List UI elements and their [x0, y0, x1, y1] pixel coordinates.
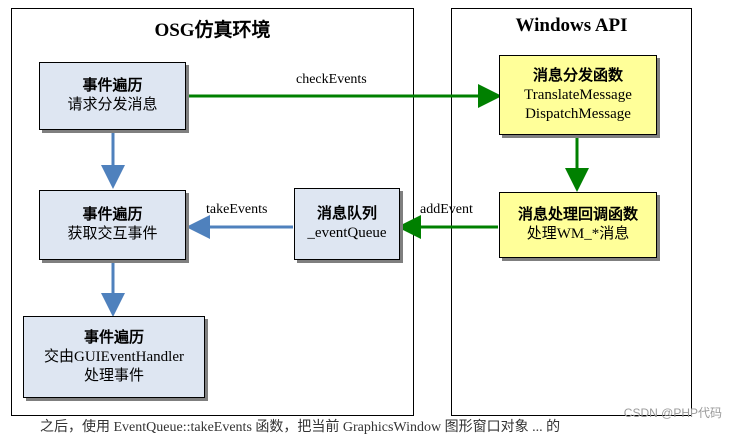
- windows-api-panel-title: Windows API: [515, 15, 628, 36]
- watermark: CSDN @PHP代码: [623, 406, 722, 420]
- traverse-fetch-title: 事件遍历: [82, 207, 143, 223]
- translate-message-text: TranslateMessage: [524, 86, 632, 103]
- traverse-fetch-box: 事件遍历 获取交互事件: [39, 190, 186, 260]
- callback-function-desc: 处理WM_*消息: [526, 226, 630, 242]
- dispatch-message-text: DispatchMessage: [525, 105, 631, 122]
- osg-panel-title: OSG仿真环境: [154, 20, 271, 41]
- dispatch-function-box: 消息分发函数 TranslateMessage DispatchMessage: [499, 55, 657, 135]
- traverse-fetch-desc: 获取交互事件: [67, 226, 158, 242]
- add-event-label: addEvent: [420, 202, 473, 217]
- event-queue-title: 消息队列: [316, 206, 377, 222]
- traverse-handle-desc2: 处理事件: [83, 367, 144, 384]
- traverse-handle-box: 事件遍历 交由GUIEventHandler 处理事件: [23, 316, 205, 398]
- take-events-label: takeEvents: [206, 202, 268, 217]
- event-queue-name: _eventQueue: [307, 225, 387, 241]
- traverse-request-desc: 请求分发消息: [67, 97, 158, 113]
- event-queue-box: 消息队列 _eventQueue: [294, 188, 400, 260]
- traverse-request-box: 事件遍历 请求分发消息: [39, 62, 186, 130]
- traverse-handle-desc1: 交由GUIEventHandler: [44, 348, 184, 365]
- check-events-label: checkEvents: [296, 72, 367, 87]
- caption-text: 之后，使用 EventQueue::takeEvents 函数，把当前 Grap…: [40, 420, 561, 435]
- dispatch-function-title: 消息分发函数: [532, 67, 623, 84]
- callback-function-box: 消息处理回调函数 处理WM_*消息: [499, 192, 657, 258]
- traverse-request-title: 事件遍历: [82, 78, 143, 94]
- callback-function-title: 消息处理回调函数: [517, 207, 638, 223]
- traverse-handle-title: 事件遍历: [83, 329, 144, 346]
